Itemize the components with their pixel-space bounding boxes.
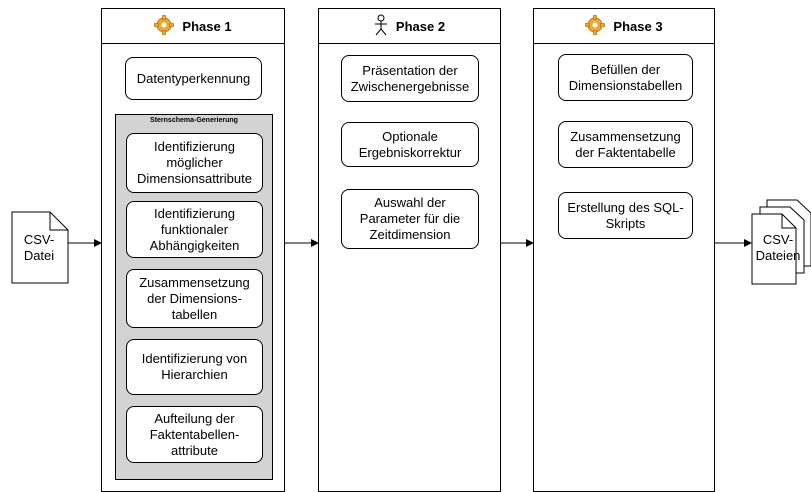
output-documents-icon	[751, 199, 811, 285]
phase-2-title: Phase 2	[395, 18, 446, 34]
step-zeitdimension: Auswahl der Parameter für die Zeitdimens…	[341, 189, 479, 249]
phase-1-title: Phase 1	[182, 18, 232, 34]
step-hierarchien: Identifizierung von Hierarchien	[126, 339, 263, 395]
input-document-icon	[11, 211, 69, 284]
step-faktentabelle: Zusammensetzung der Faktentabelle	[558, 121, 693, 168]
group-sternschema: Sternschema-Generierung Identifizierung …	[115, 114, 273, 480]
phase-2-header: Phase 2	[319, 9, 500, 44]
step-dimensionstabellen: Zusammensetzung der Dimensions- tabellen	[126, 269, 263, 328]
phase-3-title: Phase 3	[613, 18, 663, 34]
phase-1-lane: Phase 1 Datentyperkennung Sternschema-Ge…	[101, 8, 285, 492]
output-files-label: CSV- Dateien	[755, 232, 801, 263]
phase-2-lane: Phase 2 Präsentation der Zwischenergebni…	[318, 8, 501, 492]
step-sql-skripts: Erstellung des SQL- Skripts	[558, 192, 693, 239]
step-faktentabellenattribute: Aufteilung der Faktentabellen- attribute	[126, 406, 263, 463]
phase-3-lane: Phase 3 Befüllen der Dimensionstabellen …	[533, 8, 715, 492]
gear-icon	[154, 14, 175, 38]
gear-icon	[585, 14, 606, 38]
step-abhaengigkeiten: Identifizierung funktionaler Abhängigkei…	[126, 201, 263, 258]
step-ergebniskorrektur: Optionale Ergebniskorrektur	[341, 122, 479, 167]
step-zwischenergebnisse: Präsentation der Zwischenergebnisse	[341, 55, 479, 102]
step-dimensionsattribute: Identifizierung möglicher Dimensionsattr…	[126, 133, 263, 193]
phase-1-header: Phase 1	[102, 9, 284, 44]
input-file-label: CSV- Datei	[23, 232, 55, 263]
step-datentyperkennung: Datentyperkennung	[125, 57, 262, 100]
step-befuellen-dimensionstabellen: Befüllen der Dimensionstabellen	[558, 54, 693, 101]
group-sternschema-title: Sternschema-Generierung	[150, 117, 238, 124]
phase-3-header: Phase 3	[534, 9, 714, 44]
person-icon	[374, 14, 388, 39]
